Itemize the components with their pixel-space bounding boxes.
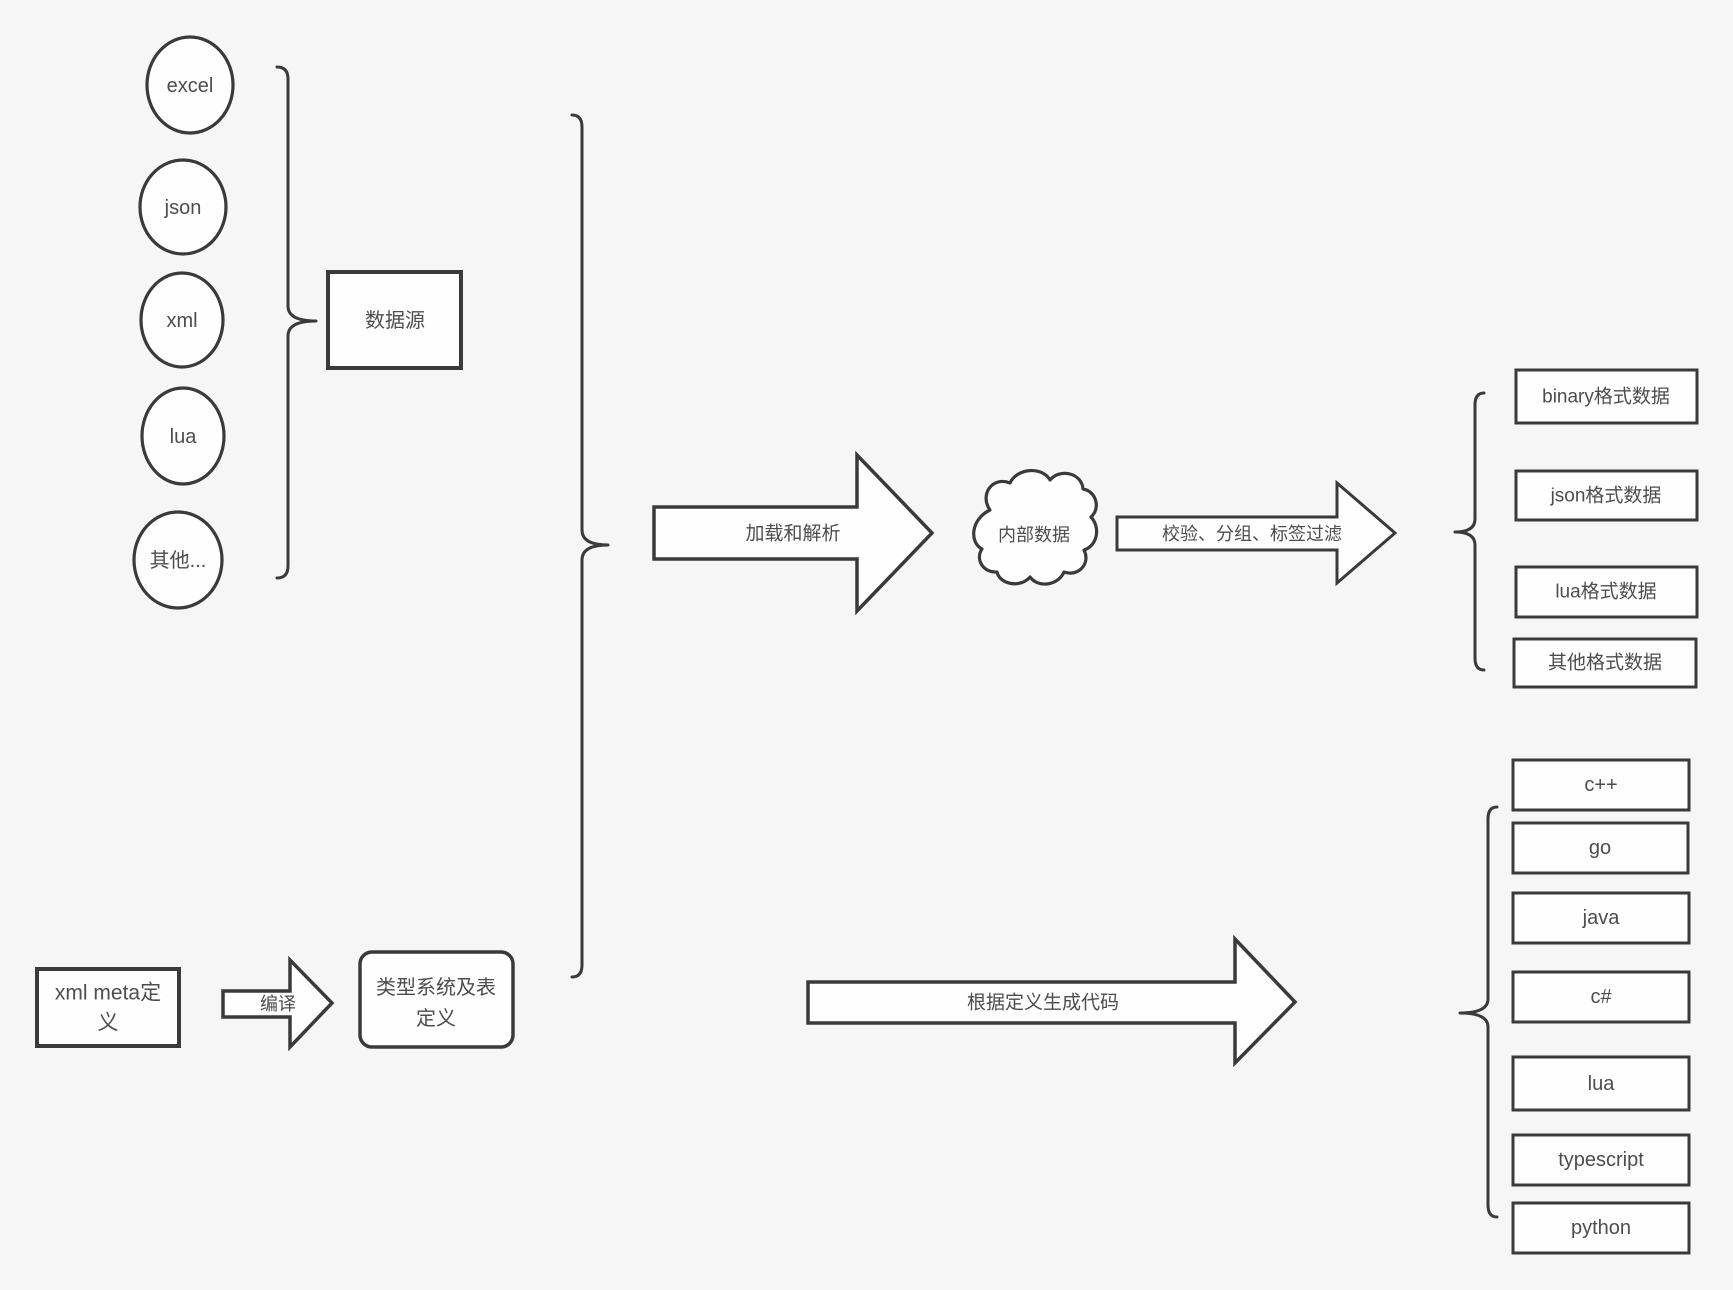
source-node-lua: lua xyxy=(140,386,226,486)
ellipse-shape xyxy=(145,35,235,135)
ellipse-shape xyxy=(140,386,226,486)
box-shape xyxy=(1511,1133,1691,1187)
lang-box-java: java xyxy=(1511,891,1691,945)
lang-box-typescript: typescript xyxy=(1511,1133,1691,1187)
source-label: json xyxy=(164,197,202,219)
output-label: lua格式数据 xyxy=(1555,581,1656,603)
box-shape xyxy=(358,950,515,1049)
arrow-shape xyxy=(806,934,1298,1068)
arrow-shape xyxy=(652,450,935,616)
box-shape xyxy=(1511,970,1691,1024)
lang-box-go: go xyxy=(1511,821,1690,875)
lang-label: c++ xyxy=(1584,774,1617,796)
data-source-group-box: 数据源 xyxy=(326,270,463,370)
load-parse-label: 加载和解析 xyxy=(745,523,840,545)
lang-label: go xyxy=(1589,837,1611,859)
type-system-label-line2: 定义 xyxy=(416,1007,456,1030)
sources-brace xyxy=(275,65,318,580)
source-label: xml xyxy=(166,310,197,332)
pipeline-input-brace xyxy=(570,113,610,979)
filter-label: 校验、分组、标签过滤 xyxy=(1162,524,1342,544)
source-node-xml: xml xyxy=(139,271,225,369)
ellipse-shape xyxy=(139,271,225,369)
lang-box-cpp: c++ xyxy=(1511,758,1691,812)
code-outputs-brace xyxy=(1458,805,1499,1219)
data-source-label: 数据源 xyxy=(365,309,425,332)
compile-label: 编译 xyxy=(260,994,296,1014)
type-system-box: 类型系统及表 定义 xyxy=(358,950,515,1049)
box-shape xyxy=(1514,565,1699,619)
box-shape xyxy=(1511,1201,1691,1255)
xml-meta-label-line1: xml meta定 xyxy=(55,982,161,1005)
output-label: json格式数据 xyxy=(1550,485,1662,507)
data-outputs-brace xyxy=(1453,391,1486,672)
ellipse-shape xyxy=(132,510,224,610)
output-box-json: json格式数据 xyxy=(1514,469,1699,522)
generate-code-arrow: 根据定义生成代码 xyxy=(806,934,1298,1068)
lang-label: c# xyxy=(1590,986,1612,1008)
generate-code-label: 根据定义生成代码 xyxy=(967,992,1119,1014)
internal-data-cloud: 内部数据 xyxy=(972,469,1099,586)
source-label: 其他... xyxy=(150,549,207,572)
lang-label: typescript xyxy=(1558,1149,1644,1171)
ellipse-shape xyxy=(138,158,228,256)
arrow-shape xyxy=(1115,479,1398,587)
filter-arrow: 校验、分组、标签过滤 xyxy=(1115,479,1398,587)
arrow-shape xyxy=(221,955,335,1052)
output-box-other: 其他格式数据 xyxy=(1512,637,1698,689)
lang-box-python: python xyxy=(1511,1201,1691,1255)
lang-label: python xyxy=(1571,1217,1631,1239)
box-shape xyxy=(35,967,181,1048)
box-shape xyxy=(1511,891,1691,945)
xml-meta-label-line2: 义 xyxy=(98,1012,119,1035)
source-node-json: json xyxy=(138,158,228,256)
box-shape xyxy=(1511,758,1691,812)
box-shape xyxy=(1511,821,1690,875)
load-parse-arrow: 加载和解析 xyxy=(652,450,935,616)
type-system-label-line1: 类型系统及表 xyxy=(376,976,496,999)
box-shape xyxy=(326,270,463,370)
lang-label: java xyxy=(1582,907,1621,929)
cloud-shape xyxy=(972,469,1099,586)
source-node-other: 其他... xyxy=(132,510,224,610)
compile-arrow: 编译 xyxy=(221,955,335,1052)
source-label: excel xyxy=(167,75,214,97)
lang-box-csharp: c# xyxy=(1511,970,1691,1024)
output-box-binary: binary格式数据 xyxy=(1514,368,1699,425)
box-shape xyxy=(1514,469,1699,522)
source-node-excel: excel xyxy=(145,35,235,135)
internal-data-label: 内部数据 xyxy=(998,525,1070,545)
source-label: lua xyxy=(170,426,198,448)
output-box-lua: lua格式数据 xyxy=(1514,565,1699,619)
output-label: binary格式数据 xyxy=(1542,386,1670,408)
lang-label: lua xyxy=(1588,1073,1616,1095)
box-shape xyxy=(1512,637,1698,689)
box-shape xyxy=(1514,368,1699,425)
output-label: 其他格式数据 xyxy=(1548,652,1662,674)
lang-box-lua: lua xyxy=(1511,1055,1691,1112)
box-shape xyxy=(1511,1055,1691,1112)
xml-meta-box: xml meta定 义 xyxy=(35,967,181,1048)
